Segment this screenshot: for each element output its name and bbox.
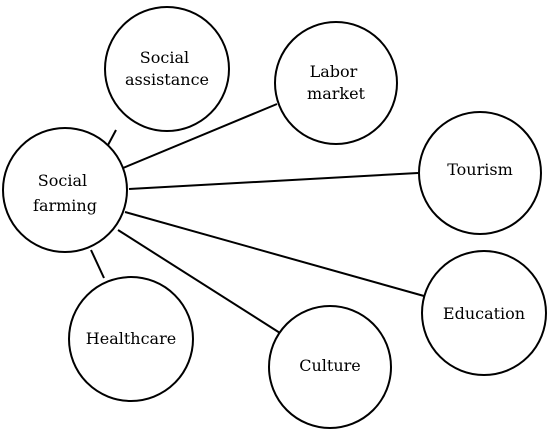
node-label-line: Labor (310, 62, 358, 81)
edge-culture (117, 229, 281, 334)
edge-labor-market (122, 103, 278, 169)
node-label-line: assistance (125, 70, 209, 89)
node-labor-market: Labor market (274, 21, 398, 145)
node-tourism: Tourism (418, 111, 542, 235)
node-label-line: market (307, 84, 366, 103)
node-culture: Culture (268, 305, 392, 429)
svg-text:Social assistance: Social assistance (125, 48, 209, 89)
node-label-line: Social (140, 48, 189, 67)
node-label-line: farming (33, 196, 97, 215)
node-label-line: Healthcare (86, 329, 176, 348)
svg-text:Culture: Culture (299, 356, 361, 375)
edge-social-assistance (107, 129, 117, 146)
svg-text:Labor market: Labor market (307, 62, 366, 103)
edge-healthcare (90, 249, 105, 279)
svg-text:Social farming: Social farming (33, 171, 97, 215)
node-healthcare: Healthcare (68, 276, 194, 402)
edge-education (124, 211, 425, 297)
node-social-farming: Social farming (2, 127, 128, 253)
node-label-line: Culture (299, 356, 361, 375)
svg-text:Education: Education (443, 304, 525, 323)
node-label-line: Social (38, 171, 87, 190)
node-education: Education (421, 250, 547, 376)
node-social-assistance: Social assistance (104, 6, 230, 132)
node-label-line: Tourism (447, 160, 513, 179)
svg-text:Healthcare: Healthcare (86, 329, 176, 348)
svg-text:Tourism: Tourism (447, 160, 513, 179)
edge-tourism (128, 172, 419, 190)
node-label-line: Education (443, 304, 525, 323)
